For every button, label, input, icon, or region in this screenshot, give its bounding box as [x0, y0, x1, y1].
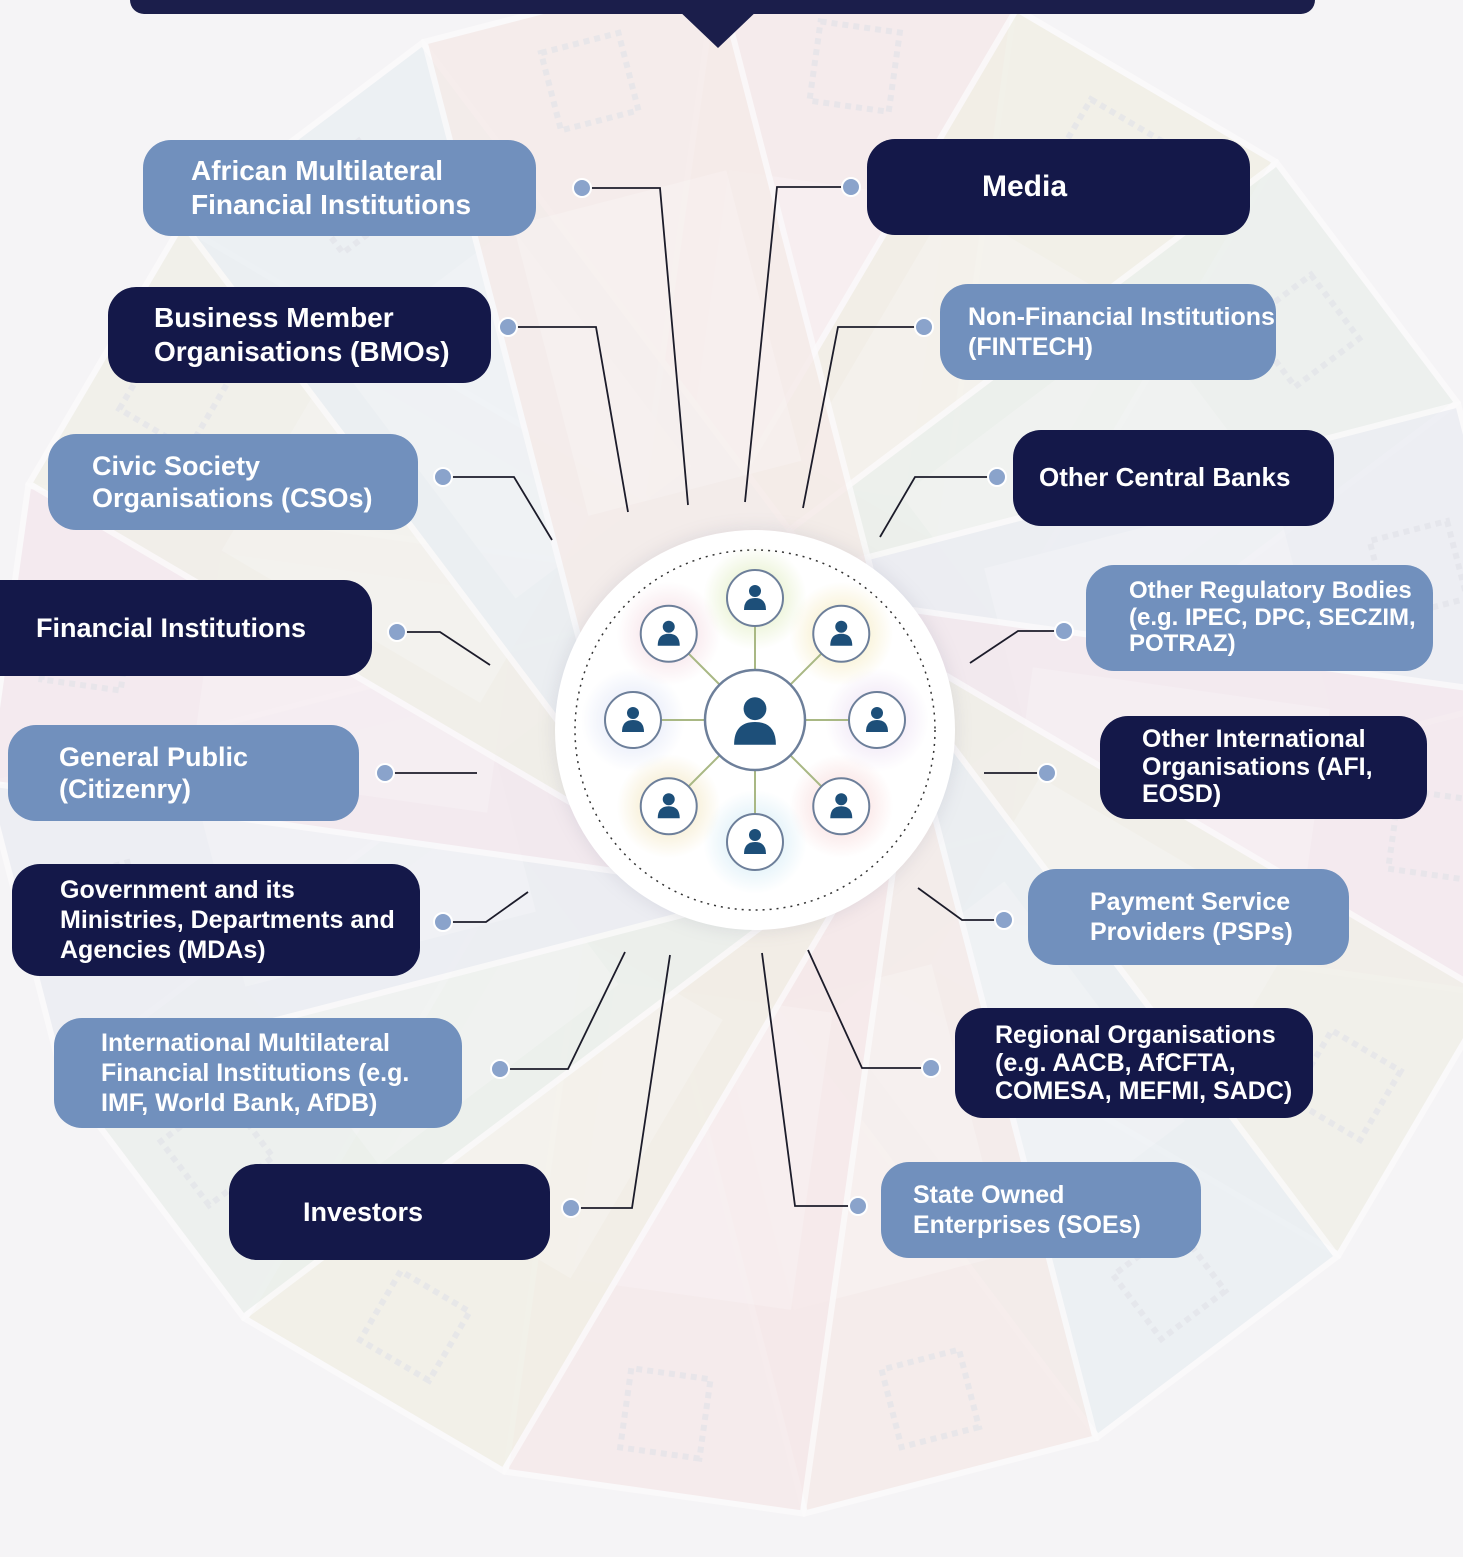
connector-dot	[848, 1196, 868, 1216]
connector-dot	[375, 763, 395, 783]
connector-line	[500, 951, 626, 1070]
stakeholder-fintech: Non-Financial Institutions (FINTECH)	[940, 284, 1276, 380]
connector-dot	[841, 177, 861, 197]
connector-dot	[498, 317, 518, 337]
person-body	[830, 633, 853, 646]
person-icon	[639, 604, 698, 663]
connector-dot	[914, 317, 934, 337]
person-head	[662, 620, 675, 633]
stakeholder-csos: Civic Society Organisations (CSOs)	[48, 434, 418, 530]
person-head	[749, 829, 761, 841]
connector-line	[917, 887, 1004, 921]
person-icon	[639, 777, 698, 836]
connector-dot	[1054, 621, 1074, 641]
header-banner	[130, 0, 1315, 14]
person-icon	[812, 604, 871, 663]
connector-line	[582, 187, 689, 506]
connector-line	[807, 949, 931, 1069]
stakeholder-regulatory-bodies: Other Regulatory Bodies (e.g. IPEC, DPC,…	[1086, 565, 1433, 671]
stakeholder-label: International Multilateral Financial Ins…	[101, 1029, 410, 1117]
stakeholder-regional-orgs: Regional Organisations (e.g. AACB, AfCFT…	[955, 1008, 1313, 1118]
stakeholder-label: Non-Financial Institutions (FINTECH)	[968, 303, 1275, 361]
header-pointer	[676, 8, 760, 48]
stakeholder-label: Payment Service Providers (PSPs)	[1090, 888, 1293, 946]
person-icon	[726, 813, 784, 871]
person-head	[743, 697, 767, 721]
connector-dot	[921, 1058, 941, 1078]
stakeholder-label: Business Member Organisations (BMOs)	[154, 302, 450, 367]
connector-line	[443, 476, 553, 541]
connector-line	[443, 891, 529, 923]
person-body	[734, 722, 776, 745]
connector-dot	[987, 467, 1007, 487]
stakeholder-label: Other Regulatory Bodies (e.g. IPEC, DPC,…	[1129, 576, 1416, 658]
connector-dot	[490, 1059, 510, 1079]
stakeholder-investors: Investors	[229, 1164, 550, 1260]
person-icon	[848, 691, 906, 749]
connector-dot	[572, 178, 592, 198]
stakeholder-label: Regional Organisations (e.g. AACB, AfCFT…	[995, 1021, 1293, 1105]
stakeholder-general-public: General Public (Citizenry)	[8, 725, 359, 821]
person-icon	[726, 569, 784, 627]
stakeholder-international-multilateral: International Multilateral Financial Ins…	[54, 1018, 462, 1128]
stakeholder-label: African Multilateral Financial Instituti…	[191, 155, 472, 220]
person-body	[866, 720, 888, 732]
connector-dot	[433, 912, 453, 932]
person-icon	[604, 691, 662, 749]
stakeholder-label: Media	[982, 170, 1068, 203]
connector-line	[508, 326, 629, 513]
person-icon	[703, 668, 807, 772]
connector-line	[397, 631, 491, 666]
person-body	[744, 842, 766, 854]
stakeholder-media: Media	[867, 139, 1250, 235]
connector-dot	[1037, 763, 1057, 783]
stakeholder-african-multilateral: African Multilateral Financial Instituti…	[143, 140, 536, 236]
connector-dot	[994, 910, 1014, 930]
person-head	[871, 707, 883, 719]
stakeholder-government: Government and its Ministries, Departmen…	[12, 864, 420, 976]
stakeholder-financial-institutions: Financial Institutions	[0, 580, 372, 676]
stakeholder-label: State Owned Enterprises (SOEs)	[913, 1181, 1141, 1239]
stakeholder-psps: Payment Service Providers (PSPs)	[1028, 869, 1349, 965]
person-body	[657, 806, 680, 819]
person-head	[749, 585, 761, 597]
connector-line	[802, 326, 924, 509]
person-head	[835, 620, 848, 633]
connector-line	[879, 476, 997, 538]
person-icon	[812, 777, 871, 836]
stakeholder-label: General Public (Citizenry)	[59, 741, 249, 804]
person-body	[657, 633, 680, 646]
stakeholder-label: Investors	[303, 1196, 424, 1227]
person-body	[744, 598, 766, 610]
stakeholder-network-icon	[574, 546, 936, 911]
person-head	[627, 707, 639, 719]
connector-dot	[561, 1198, 581, 1218]
stakeholder-bmos: Business Member Organisations (BMOs)	[108, 287, 491, 383]
connector-dot	[387, 622, 407, 642]
connector-line	[969, 630, 1064, 664]
person-head	[835, 793, 848, 806]
person-head	[662, 793, 675, 806]
hub-circle	[555, 530, 955, 930]
stakeholder-label: Civic Society Organisations (CSOs)	[92, 450, 373, 513]
stakeholder-label: Financial Institutions	[36, 612, 307, 643]
stakeholder-label: Government and its Ministries, Departmen…	[60, 876, 395, 964]
stakeholder-international-orgs: Other International Organisations (AFI, …	[1100, 716, 1427, 819]
connector-dot	[433, 467, 453, 487]
connector-line	[761, 952, 858, 1207]
stakeholder-soes: State Owned Enterprises (SOEs)	[881, 1162, 1201, 1258]
stakeholder-label: Other International Organisations (AFI, …	[1142, 725, 1373, 809]
person-body	[830, 806, 853, 819]
person-body	[622, 720, 644, 732]
connector-line	[744, 186, 851, 503]
stakeholder-label: Other Central Banks	[1039, 462, 1291, 493]
stakeholder-central-banks: Other Central Banks	[1013, 430, 1334, 526]
connector-line	[571, 954, 671, 1209]
